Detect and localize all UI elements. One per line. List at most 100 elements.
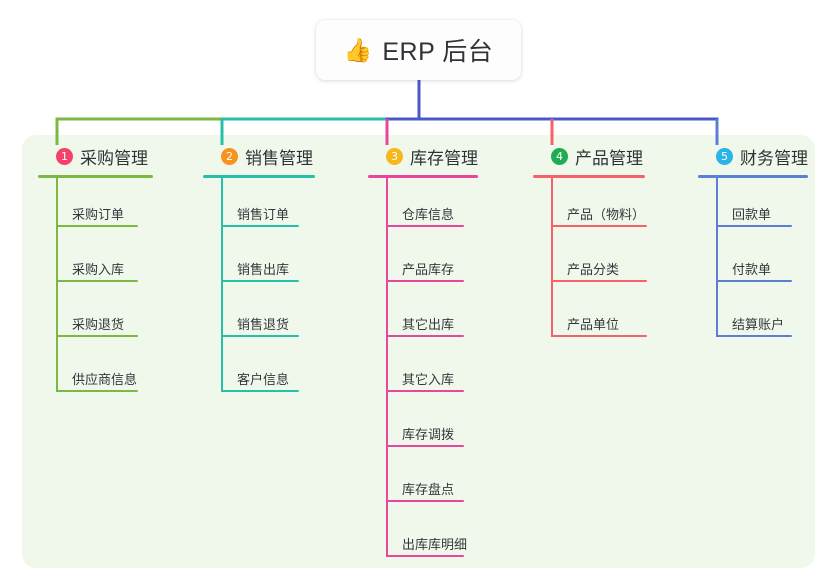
leaf-label: 出库库明细 <box>402 537 468 552</box>
branch-badge-icon: 1 <box>56 147 73 165</box>
leaf-label: 采购退货 <box>72 317 125 332</box>
leaf-node[interactable]: 供应商信息 <box>38 343 153 398</box>
branch-badge-icon: 3 <box>386 147 403 165</box>
leaf-rule <box>221 225 299 227</box>
branch-title: 产品管理 <box>575 148 643 168</box>
leaf-label: 产品（物料） <box>567 207 646 222</box>
diagram-background-panel <box>22 135 815 568</box>
leaf-label: 销售退货 <box>237 317 290 332</box>
leaf-label: 库存盘点 <box>402 482 455 497</box>
leaf-node[interactable]: 采购入库 <box>38 233 153 288</box>
branch-header-5[interactable]: 5 财务管理 <box>698 144 808 168</box>
leaf-rule <box>386 335 464 337</box>
leaf-rule <box>716 280 792 282</box>
leaf-node[interactable]: 采购订单 <box>38 178 153 233</box>
leaf-node[interactable]: 仓库信息 <box>368 178 478 233</box>
leaf-node[interactable]: 其它出库 <box>368 288 478 343</box>
branch-title: 销售管理 <box>245 148 313 168</box>
leaf-node[interactable]: 库存盘点 <box>368 453 478 508</box>
thumbs-up-icon: 👍 <box>343 36 373 63</box>
leaf-node[interactable]: 结算账户 <box>698 288 808 343</box>
branch-column-3: 3 库存管理仓库信息产品库存其它出库其它入库库存调拨库存盘点出库库明细 <box>368 144 478 563</box>
branch-header-3[interactable]: 3 库存管理 <box>368 144 478 168</box>
branch-badge-icon: 4 <box>551 147 568 165</box>
branch-title: 财务管理 <box>740 148 808 168</box>
root-title: ERP 后台 <box>382 38 494 66</box>
branch-badge-icon: 5 <box>716 147 733 165</box>
branch-header-rule <box>368 175 478 178</box>
branch-header-4[interactable]: 4 产品管理 <box>533 144 645 168</box>
leaf-rule <box>56 335 138 337</box>
leaf-label: 客户信息 <box>237 372 290 387</box>
leaf-rule <box>551 335 647 337</box>
leaf-rule <box>551 225 647 227</box>
leaf-node[interactable]: 采购退货 <box>38 288 153 343</box>
branch-leaf-list: 采购订单采购入库采购退货供应商信息 <box>38 178 153 398</box>
leaf-rule <box>386 280 464 282</box>
leaf-rule <box>56 225 138 227</box>
leaf-node[interactable]: 其它入库 <box>368 343 478 398</box>
branch-leaf-list: 仓库信息产品库存其它出库其它入库库存调拨库存盘点出库库明细 <box>368 178 478 563</box>
leaf-label: 仓库信息 <box>402 207 455 222</box>
branch-spine <box>221 178 223 392</box>
leaf-label: 其它入库 <box>402 372 455 387</box>
leaf-rule <box>716 335 792 337</box>
leaf-node[interactable]: 产品（物料） <box>533 178 647 233</box>
branch-column-4: 4 产品管理产品（物料） 产品分类产品单位 <box>533 144 647 343</box>
leaf-label: 产品库存 <box>402 262 455 277</box>
leaf-rule <box>221 335 299 337</box>
leaf-rule <box>386 445 464 447</box>
branch-column-1: 1 采购管理采购订单采购入库采购退货供应商信息 <box>38 144 153 398</box>
leaf-label: 销售出库 <box>237 262 290 277</box>
leaf-rule <box>386 225 464 227</box>
leaf-node[interactable]: 出库库明细 <box>368 508 478 563</box>
leaf-rule <box>386 500 464 502</box>
leaf-node[interactable]: 回款单 <box>698 178 808 233</box>
leaf-node[interactable]: 销售订单 <box>203 178 315 233</box>
leaf-label: 产品单位 <box>567 317 620 332</box>
leaf-label: 销售订单 <box>237 207 290 222</box>
branch-badge-icon: 2 <box>221 147 238 165</box>
leaf-node[interactable]: 产品分类 <box>533 233 647 288</box>
leaf-node[interactable]: 销售出库 <box>203 233 315 288</box>
branch-header-1[interactable]: 1 采购管理 <box>38 144 153 168</box>
branch-header-rule <box>698 175 808 178</box>
branch-header-rule <box>38 175 153 178</box>
branch-spine <box>56 178 58 392</box>
branch-header-rule <box>533 175 645 178</box>
leaf-node[interactable]: 付款单 <box>698 233 808 288</box>
leaf-label: 采购入库 <box>72 262 125 277</box>
leaf-rule <box>716 225 792 227</box>
leaf-node[interactable]: 库存调拨 <box>368 398 478 453</box>
leaf-rule <box>386 555 464 557</box>
leaf-rule <box>221 280 299 282</box>
branch-header-2[interactable]: 2 销售管理 <box>203 144 315 168</box>
branch-spine <box>716 178 718 337</box>
leaf-rule <box>56 390 138 392</box>
branch-header-rule <box>203 175 315 178</box>
leaf-label: 其它出库 <box>402 317 455 332</box>
leaf-node[interactable]: 产品库存 <box>368 233 478 288</box>
leaf-label: 库存调拨 <box>402 427 455 442</box>
branch-spine <box>551 178 553 337</box>
leaf-label: 回款单 <box>732 207 772 222</box>
leaf-rule <box>551 280 647 282</box>
leaf-label: 结算账户 <box>732 317 785 332</box>
branch-column-5: 5 财务管理回款单付款单结算账户 <box>698 144 808 343</box>
leaf-rule <box>56 280 138 282</box>
branch-spine <box>386 178 388 557</box>
leaf-node[interactable]: 销售退货 <box>203 288 315 343</box>
root-node[interactable]: 👍 ERP 后台 <box>316 20 521 80</box>
leaf-node[interactable]: 产品单位 <box>533 288 647 343</box>
leaf-node[interactable]: 客户信息 <box>203 343 315 398</box>
leaf-rule <box>386 390 464 392</box>
leaf-label: 供应商信息 <box>72 372 138 387</box>
branch-column-2: 2 销售管理销售订单销售出库销售退货客户信息 <box>203 144 315 398</box>
branch-leaf-list: 回款单付款单结算账户 <box>698 178 808 343</box>
branch-title: 库存管理 <box>410 148 478 168</box>
branch-title: 采购管理 <box>80 148 148 168</box>
branch-leaf-list: 产品（物料） 产品分类产品单位 <box>533 178 647 343</box>
branch-leaf-list: 销售订单销售出库销售退货客户信息 <box>203 178 315 398</box>
